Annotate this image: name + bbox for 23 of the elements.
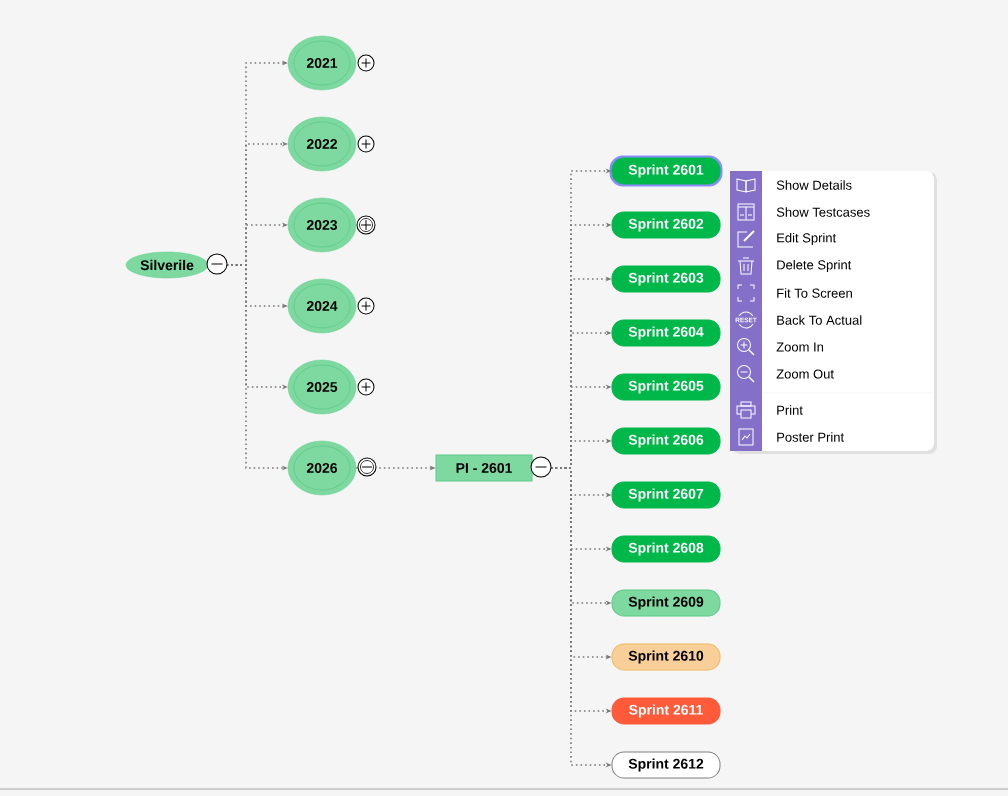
menu-item: Poster Print	[777, 432, 844, 442]
sprint-pill: Sprint 2609	[611, 589, 721, 617]
sprint-pill: Sprint 2610	[611, 643, 721, 671]
menu-item: Zoom In	[776, 342, 824, 352]
sprint-pill: Sprint 2603	[611, 265, 721, 293]
menu-item: Back To Actual	[777, 315, 862, 325]
sprint-pill: Sprint 2607	[611, 481, 721, 509]
menu-item: Show Testcases	[776, 207, 870, 217]
sprint-pill: Sprint 2611	[611, 697, 721, 725]
menu-item: Edit Sprint	[777, 232, 837, 246]
sprint-pill: Sprint 2604	[611, 319, 721, 347]
menu-item: Print	[777, 405, 803, 415]
sprint-pill: Sprint 2608	[611, 535, 721, 563]
menu-item: Zoom Out	[776, 369, 834, 379]
sprint-pill: Sprint 2612	[611, 751, 721, 779]
menu-item: Fit To Screen	[777, 288, 852, 298]
sprint-pill: Sprint 2606	[611, 427, 721, 455]
sprint-pill: Sprint 2602	[611, 211, 721, 239]
pi-box: PI - 2601	[435, 454, 533, 482]
sprint-pill: Sprint 2601	[609, 155, 723, 187]
menu-item: Show Details	[776, 180, 852, 190]
menu-item: Delete Sprint	[777, 259, 852, 273]
sprint-pill: Sprint 2605	[611, 373, 721, 401]
